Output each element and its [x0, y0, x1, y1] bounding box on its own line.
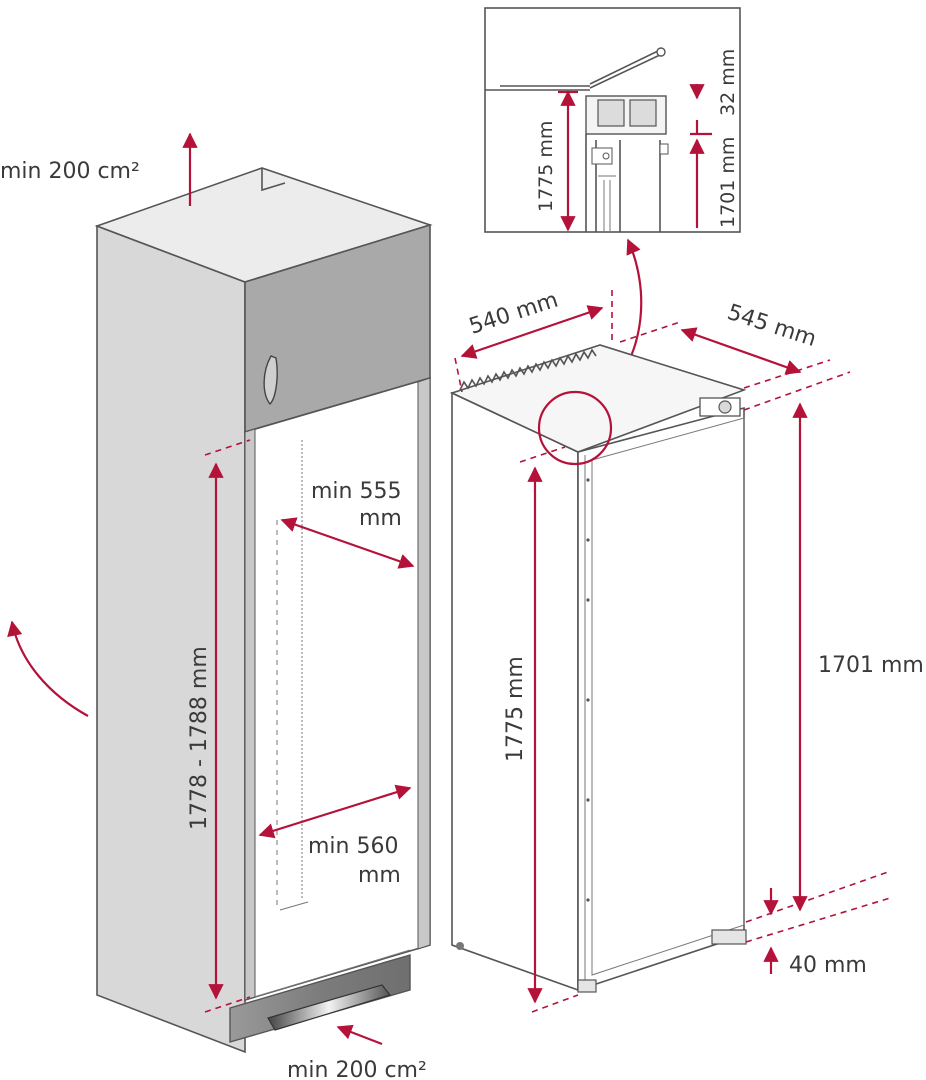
- appliance-height-label: 1775 mm: [503, 656, 528, 762]
- appliance-door: [577, 406, 745, 992]
- door-swing-arrow: [7, 620, 89, 717]
- vent-bottom-arrow: [336, 1024, 383, 1046]
- appliance-width-label: 540 mm: [466, 288, 561, 340]
- detail-door-height-label: 1701 mm: [717, 137, 739, 228]
- door-height-label: 1701 mm: [818, 653, 924, 678]
- cabinet-door-handle: [263, 355, 278, 406]
- cabinet-drawing: [94, 167, 433, 1054]
- detail-gap-label: 32 mm: [717, 49, 739, 116]
- niche-height-label: 1778 - 1788 mm: [187, 646, 212, 830]
- niche-width-dimension: [258, 784, 412, 839]
- appliance-depth-label: 545 mm: [724, 300, 819, 352]
- niche-depth-unit: mm: [359, 506, 402, 531]
- niche-depth-label: min 555: [311, 479, 401, 504]
- detail-inset: 1775 mm 32 mm 1701 mm: [484, 7, 741, 233]
- vent-top-label: min 200 cm²: [0, 159, 140, 184]
- appliance-width-dimension: [460, 305, 604, 359]
- appliance-drawing: [449, 344, 747, 993]
- niche-width-unit: mm: [358, 863, 401, 888]
- detail-highlight-circle: [537, 390, 613, 466]
- plinth-vent-grille: [267, 984, 392, 1031]
- detail-height-label: 1775 mm: [535, 121, 557, 212]
- cabinet-niche-frame: [244, 376, 431, 1002]
- vent-bottom-label: min 200 cm²: [287, 1058, 427, 1080]
- niche-depth-dimension: [280, 517, 415, 569]
- bottom-gap-label: 40 mm: [789, 953, 867, 978]
- cabinet-side-panel: [96, 224, 246, 1054]
- niche-width-label: min 560: [308, 834, 398, 859]
- appliance-depth-dimension: [680, 327, 802, 375]
